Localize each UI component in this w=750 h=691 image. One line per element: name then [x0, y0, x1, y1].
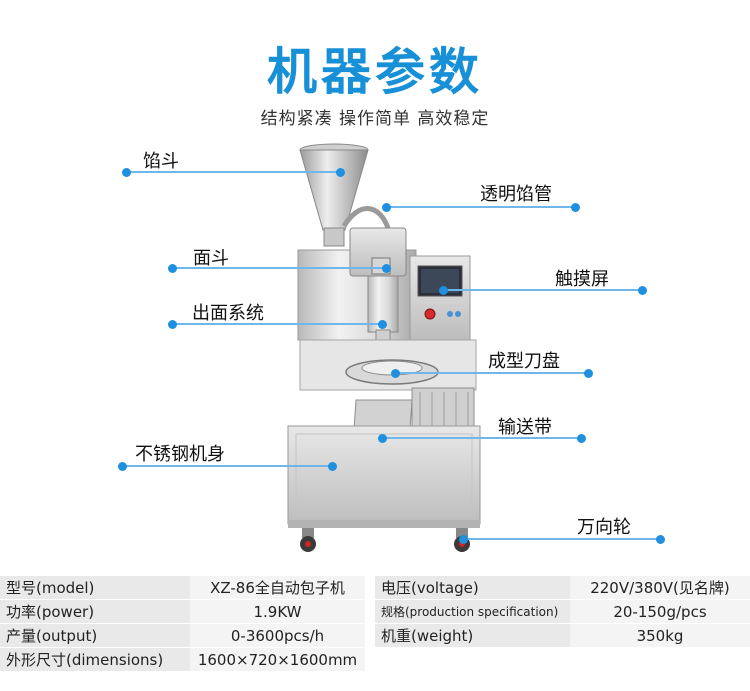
callout-conveyor-belt: 输送带 — [498, 417, 552, 438]
leader-filling-hopper — [126, 171, 340, 173]
callout-filling-hopper: 馅斗 — [143, 151, 179, 172]
dot-touch-screen — [638, 285, 647, 295]
dot-filling-pipe-start — [382, 202, 391, 212]
spec-key: 功率(power) — [0, 599, 190, 624]
spec-row: 型号(model) XZ-86全自动包子机 电压(voltage) 220V/3… — [0, 575, 750, 600]
callout-universal-wheel: 万向轮 — [577, 517, 631, 538]
dot-filling-hopper-end — [336, 167, 345, 177]
page-subtitle: 结构紧凑 操作简单 高效稳定 — [260, 109, 490, 129]
filling-hopper-shape — [299, 143, 369, 247]
callout-transparent-filling-pipe: 透明馅管 — [480, 184, 552, 205]
callout-stainless-body: 不锈钢机身 — [135, 444, 225, 465]
spec-value: 1600×720×1600mm — [190, 647, 365, 672]
spec-value: 20-150g/pcs — [570, 599, 750, 624]
dot-filling-hopper — [122, 167, 131, 177]
filling-pipe-shape — [341, 206, 391, 229]
spec-value: 0-3600pcs/h — [190, 623, 365, 648]
callout-dough-output-system: 出面系统 — [192, 303, 264, 324]
dot-dough-output-end — [378, 319, 387, 329]
spec-value: 350kg — [570, 623, 750, 648]
spec-key: 规格(production specification) — [375, 599, 570, 624]
dot-forming-disc-start — [391, 368, 400, 378]
leader-dough-output — [172, 323, 382, 325]
machine-illustration — [287, 143, 481, 552]
spec-key: 产量(output) — [0, 623, 190, 648]
spec-value: XZ-86全自动包子机 — [190, 575, 365, 600]
leader-stainless-body — [122, 465, 332, 467]
spec-row: 产量(output) 0-3600pcs/h 机重(weight) 350kg — [0, 623, 750, 648]
wheels-shape — [300, 528, 470, 552]
spec-value: 1.9KW — [190, 599, 365, 624]
page-title: 机器参数 — [267, 43, 483, 101]
dot-dough-hopper-end — [382, 263, 391, 273]
leader-wheel — [463, 538, 661, 540]
spec-key: 外形尺寸(dimensions) — [0, 647, 190, 672]
spec-key: 机重(weight) — [375, 623, 570, 648]
spec-table: 型号(model) XZ-86全自动包子机 电压(voltage) 220V/3… — [0, 575, 750, 691]
callout-dough-hopper: 面斗 — [193, 248, 229, 269]
dot-wheel — [656, 534, 665, 544]
dot-wheel-start — [459, 534, 468, 544]
callout-touch-screen: 触摸屏 — [555, 269, 609, 290]
leader-forming-disc — [395, 372, 589, 374]
leader-filling-pipe — [386, 206, 576, 208]
dot-stainless-body-end — [328, 461, 337, 471]
dot-stainless-body — [118, 461, 127, 471]
dot-conveyor — [577, 433, 586, 443]
dot-touch-screen-start — [439, 285, 448, 295]
leader-conveyor — [382, 437, 582, 439]
leader-dough-hopper — [172, 267, 386, 269]
spec-row: 功率(power) 1.9KW 规格(production specificat… — [0, 599, 750, 624]
callout-forming-cutter-disc: 成型刀盘 — [488, 351, 560, 372]
spec-key: 型号(model) — [0, 575, 190, 600]
spec-row: 外形尺寸(dimensions) 1600×720×1600mm — [0, 647, 750, 672]
spec-value: 220V/380V(见名牌) — [570, 575, 750, 600]
leader-touch-screen — [443, 289, 643, 291]
dot-filling-pipe — [571, 202, 580, 212]
dot-dough-hopper — [168, 263, 177, 273]
spec-key: 电压(voltage) — [375, 575, 570, 600]
dot-forming-disc — [584, 368, 593, 378]
dot-dough-output — [168, 319, 177, 329]
dot-conveyor-start — [378, 433, 387, 443]
